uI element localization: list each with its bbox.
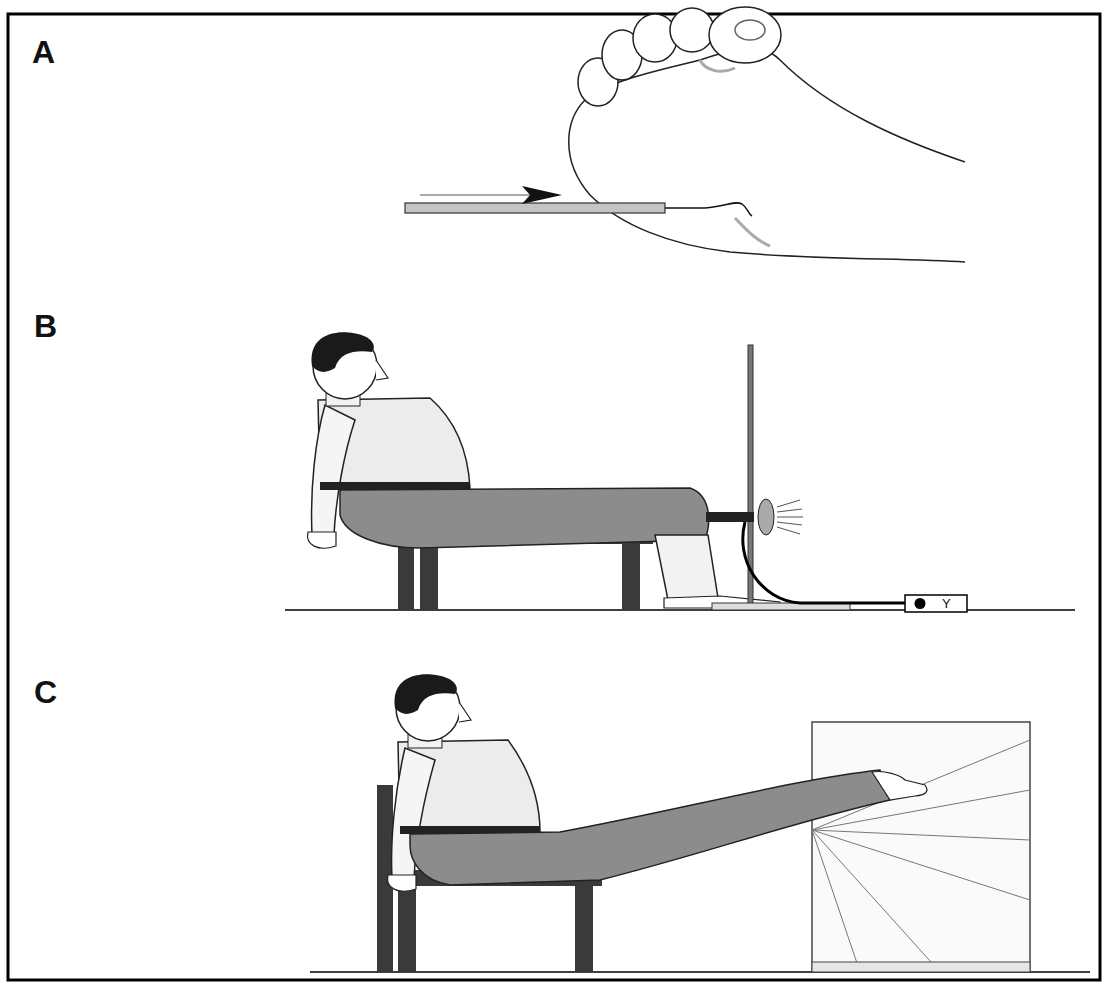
switch-button: [915, 598, 926, 609]
big-toe: [709, 7, 781, 63]
hammer-stand: [706, 345, 967, 612]
chair-leg: [622, 544, 640, 610]
chair-leg: [575, 886, 593, 972]
angle-lines: [812, 722, 1030, 972]
panel-letter: A: [32, 36, 55, 68]
hand: [388, 875, 416, 891]
panel-letter: B: [34, 310, 57, 342]
extended-leg-subject: [310, 674, 1090, 972]
shading: [735, 218, 770, 246]
lower-leg: [655, 535, 718, 600]
motion-lines: [777, 500, 803, 534]
pin-stimulus: [405, 186, 752, 216]
chair-leg: [398, 886, 416, 972]
foot-outline: [569, 48, 965, 262]
arrow-line: [420, 194, 540, 195]
panel-letter: C: [34, 676, 57, 708]
pin-shaft: [405, 203, 665, 213]
filament: [665, 203, 752, 216]
foot-drawing: [569, 7, 965, 262]
hand: [308, 532, 336, 548]
seated-subject: [285, 332, 1075, 610]
shading: [700, 60, 735, 71]
hammer-head: [758, 499, 774, 535]
cable: [743, 522, 905, 603]
toe: [633, 14, 677, 62]
hair: [395, 674, 457, 713]
switch-box: [905, 595, 967, 612]
foot: [872, 772, 927, 800]
toenail: [735, 20, 765, 40]
arrow-head: [522, 186, 562, 204]
toe: [670, 8, 714, 52]
switch-label: Y: [942, 597, 951, 610]
hair: [312, 332, 374, 371]
trousers: [340, 488, 709, 548]
nose: [376, 360, 388, 380]
figure-frame: [8, 14, 1100, 980]
nose: [459, 702, 471, 722]
hammer-arm: [706, 512, 754, 522]
trousers: [410, 770, 890, 885]
chair-leg: [420, 544, 438, 610]
